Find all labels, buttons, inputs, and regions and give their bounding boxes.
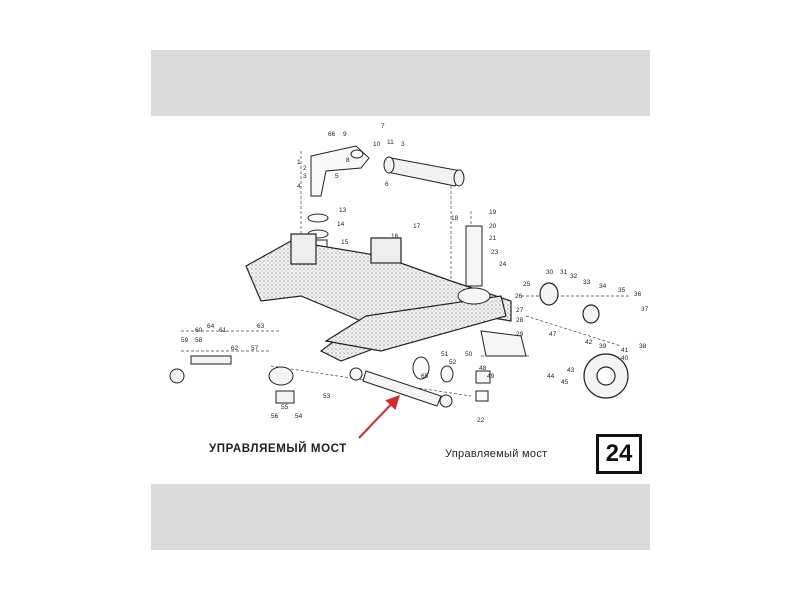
callout-number: 41 <box>621 347 629 354</box>
small-parts-right <box>412 356 491 402</box>
callout-number: 57 <box>251 345 259 352</box>
callout-number: 48 <box>479 365 487 372</box>
callout-number: 50 <box>465 351 473 358</box>
callout-number: 14 <box>337 221 345 228</box>
tie-rod-part <box>349 367 453 408</box>
callout-number: 29 <box>516 331 524 338</box>
callout-number: 26 <box>515 293 523 300</box>
callout-number: 3 <box>303 173 307 180</box>
callout-number: 52 <box>449 359 457 366</box>
callout-number: 51 <box>441 351 449 358</box>
wheel-hub-part <box>539 282 629 399</box>
callout-number: 3 <box>401 141 405 148</box>
callout-number: 54 <box>295 413 303 420</box>
callout-number: 1 <box>297 159 301 166</box>
axle-beam <box>245 233 512 362</box>
callout-number: 4 <box>297 183 301 190</box>
callout-number: 37 <box>641 306 649 313</box>
steering-cylinder-part <box>383 156 465 187</box>
callout-number: 20 <box>489 223 497 230</box>
callout-number: 38 <box>639 343 647 350</box>
callout-number: 24 <box>499 261 507 268</box>
callout-number: 35 <box>618 287 626 294</box>
callout-number: 55 <box>281 404 289 411</box>
callout-number: 18 <box>451 215 459 222</box>
callout-number: 11 <box>387 139 394 146</box>
callout-number: 7 <box>381 123 385 130</box>
callout-number: 28 <box>516 317 524 324</box>
page-number-box: 24 <box>596 434 642 474</box>
right-knuckle-part <box>457 225 527 357</box>
red-pointer-arrow <box>358 394 400 439</box>
callout-number: 13 <box>339 207 347 214</box>
callout-number: 6 <box>385 181 389 188</box>
callout-number: 66 <box>328 131 336 138</box>
caption-russian-uppercase: УПРАВЛЯЕМЫЙ МОСТ <box>209 443 347 455</box>
callout-number: 9 <box>343 131 347 138</box>
callout-number: 23 <box>491 249 499 256</box>
callout-number: 63 <box>257 323 265 330</box>
callout-number: 60 <box>195 327 203 334</box>
callout-number: 62 <box>231 345 239 352</box>
callout-number: 16 <box>391 233 399 240</box>
callout-number: 22 <box>477 417 485 424</box>
callout-number: 2 <box>303 165 307 172</box>
callout-number: 32 <box>570 273 578 280</box>
callout-number: 36 <box>634 291 642 298</box>
bottom-gray-band <box>151 484 650 550</box>
callout-number: 8 <box>346 157 350 164</box>
callout-number: 65 <box>421 373 429 380</box>
callout-number: 10 <box>373 141 381 148</box>
callout-number: 49 <box>487 373 495 380</box>
callout-number: 15 <box>341 239 349 246</box>
callout-number: 30 <box>546 269 554 276</box>
callout-number: 47 <box>549 331 557 338</box>
callout-number: 25 <box>523 281 531 288</box>
top-gray-band <box>151 50 650 116</box>
callout-number: 40 <box>621 355 629 362</box>
callout-number: 58 <box>195 337 203 344</box>
caption-russian-lowercase: Управляемый мост <box>445 448 548 460</box>
callout-number: 17 <box>413 223 421 230</box>
callout-number: 39 <box>599 343 607 350</box>
callout-number: 44 <box>547 373 555 380</box>
steering-arm-part <box>310 145 370 197</box>
callout-number: 34 <box>599 283 607 290</box>
left-tie-rod-part <box>169 355 295 404</box>
callout-number: 27 <box>516 307 524 314</box>
callout-number: 53 <box>323 393 331 400</box>
callout-number: 33 <box>583 279 591 286</box>
callout-number: 59 <box>181 337 189 344</box>
callout-number: 43 <box>567 367 575 374</box>
callout-number: 64 <box>207 323 215 330</box>
callout-number: 61 <box>219 327 227 334</box>
callout-number: 42 <box>585 339 593 346</box>
callout-number: 56 <box>271 413 279 420</box>
callout-number: 19 <box>489 209 497 216</box>
callout-number: 45 <box>561 379 569 386</box>
callout-number: 31 <box>560 269 568 276</box>
callout-number: 5 <box>335 173 339 180</box>
callout-number: 21 <box>489 235 497 242</box>
